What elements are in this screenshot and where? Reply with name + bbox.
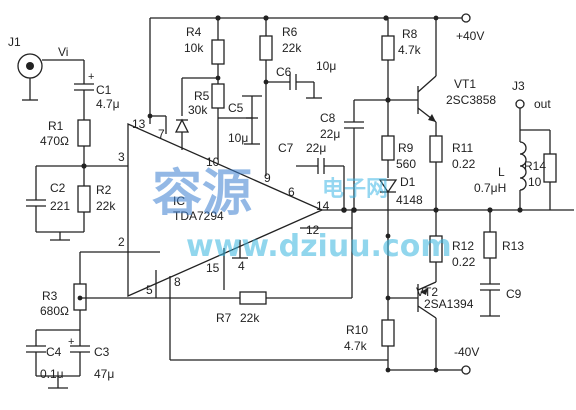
resistor-r7 xyxy=(239,291,267,305)
vt1-label: VT1 xyxy=(454,77,476,91)
r7-label: R7 xyxy=(216,311,232,325)
r12-label: R12 xyxy=(452,239,474,253)
pin-9: 9 xyxy=(264,171,271,185)
diode-d1 xyxy=(378,179,398,194)
r13-label: R13 xyxy=(502,239,524,253)
c7-label: C7 xyxy=(278,141,294,155)
j3-label: J3 xyxy=(512,79,525,93)
r11-label: R11 xyxy=(452,141,473,155)
pin-7: 7 xyxy=(158,127,165,141)
r2-value: 22k xyxy=(96,199,116,213)
r9-label: R9 xyxy=(398,141,414,155)
r11-value: 0.22 xyxy=(452,157,476,171)
l-label: L xyxy=(498,165,505,179)
resistor-r13 xyxy=(483,231,497,259)
c2-value: 221 xyxy=(50,199,70,213)
r14-value: 10 xyxy=(528,175,542,189)
pin-15: 15 xyxy=(206,261,220,275)
c2-label: C2 xyxy=(50,181,66,195)
vt2-part: 2SA1394 xyxy=(424,297,474,311)
ic-tda7294 xyxy=(127,123,324,297)
c5-value: 10μ xyxy=(228,131,248,145)
vi-label: Vi xyxy=(58,45,68,59)
c3-value: 47μ xyxy=(94,367,114,381)
ic-label: IC xyxy=(173,194,185,208)
resistor-r4 xyxy=(211,39,225,65)
pin-13: 13 xyxy=(132,117,146,131)
diode-pin7 xyxy=(174,118,190,133)
vt1-part: 2SC3858 xyxy=(446,93,496,107)
r4-label: R4 xyxy=(186,25,202,39)
resistor-r9 xyxy=(381,135,395,161)
watermark-url: www.dziuu.com xyxy=(186,229,452,264)
output-jack-j3 xyxy=(515,99,525,109)
resistor-r11 xyxy=(429,135,443,163)
r3-label: R3 xyxy=(42,289,58,303)
pin-8: 8 xyxy=(174,275,181,289)
c4-label: C4 xyxy=(46,345,62,359)
watermark-sub: 电子网 xyxy=(322,177,388,202)
c8-label: C8 xyxy=(320,111,336,125)
j1-label: J1 xyxy=(8,35,21,49)
inductor-l xyxy=(519,141,527,191)
r3-value: 680Ω xyxy=(40,304,69,318)
c4-value: 0.1μ xyxy=(40,367,64,381)
r8-value: 4.7k xyxy=(398,43,422,57)
r5-value: 30k xyxy=(188,103,208,117)
r6-value: 22k xyxy=(282,41,302,55)
resistor-r1 xyxy=(77,119,91,147)
resistor-r2 xyxy=(77,185,91,213)
r8-label: R8 xyxy=(402,27,418,41)
d1-value: 4148 xyxy=(396,193,423,207)
resistor-r8 xyxy=(381,35,395,61)
vt2-label: VT2 xyxy=(416,285,438,299)
pin-12: 12 xyxy=(306,223,320,237)
c3-plus: + xyxy=(68,336,74,348)
c9-label: C9 xyxy=(506,287,522,301)
c6-label: C6 xyxy=(276,65,292,79)
r4-value: 10k xyxy=(184,41,204,55)
pin-3: 3 xyxy=(118,150,125,164)
r9-value: 560 xyxy=(396,157,416,171)
r6-label: R6 xyxy=(282,25,298,39)
c1-label: C1 xyxy=(96,83,112,97)
c8-value: 22μ xyxy=(320,127,340,141)
pin-5: 5 xyxy=(146,283,153,297)
r1-value: 470Ω xyxy=(40,134,69,148)
pin-6: 6 xyxy=(288,185,295,199)
r10-value: 4.7k xyxy=(344,339,368,353)
c5-label: C5 xyxy=(228,101,244,115)
input-jack-j1 xyxy=(17,53,84,101)
c3-label: C3 xyxy=(94,345,110,359)
resistor-r10 xyxy=(381,319,395,347)
capacitor-c1 xyxy=(74,60,94,120)
resistor-r6 xyxy=(259,35,273,61)
r10-label: R10 xyxy=(346,323,368,337)
ic-part: TDA7294 xyxy=(173,209,224,223)
pin-2: 2 xyxy=(118,235,125,249)
d1-label: D1 xyxy=(400,175,416,189)
l-value: 0.7μH xyxy=(474,181,506,195)
pin-10: 10 xyxy=(206,155,220,169)
vminus-label: -40V xyxy=(454,345,479,359)
vplus-label: +40V xyxy=(456,29,484,43)
watermark-brand: 容源 xyxy=(152,164,252,222)
pin-4: 4 xyxy=(238,259,245,273)
c1-plus: + xyxy=(88,71,94,83)
r14-label: R14 xyxy=(524,159,546,173)
r1-label: R1 xyxy=(48,119,64,133)
r12-value: 0.22 xyxy=(452,255,476,269)
c6-value: 10μ xyxy=(316,59,336,73)
r5-label: R5 xyxy=(194,89,210,103)
resistor-r5 xyxy=(211,83,225,109)
r2-label: R2 xyxy=(96,183,112,197)
c7-value: 22μ xyxy=(306,141,326,155)
c1-value: 4.7μ xyxy=(96,97,120,111)
r7-value: 22k xyxy=(240,311,260,325)
out-label: out xyxy=(534,97,551,111)
